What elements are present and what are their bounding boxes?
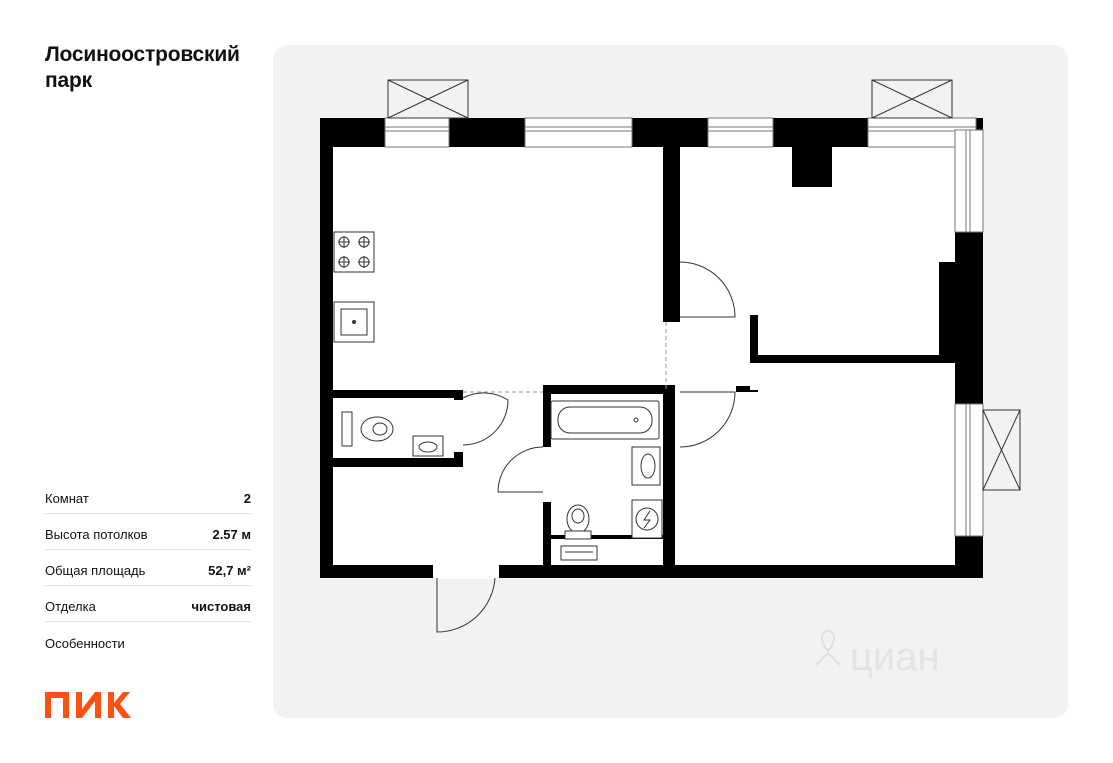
- watermark-text: циан: [850, 635, 940, 679]
- spec-value: 52,7 м²: [208, 563, 251, 578]
- door: [497, 446, 544, 493]
- radiator: [560, 545, 598, 561]
- stove: [333, 231, 375, 273]
- window: [954, 403, 984, 537]
- door: [679, 261, 736, 318]
- corridor-floor: [663, 320, 755, 390]
- pik-logo-letters: [45, 692, 131, 718]
- floor-plan: [320, 79, 1021, 633]
- door: [679, 391, 736, 448]
- door: [462, 392, 509, 446]
- window: [954, 129, 984, 233]
- floor-plan-panel: циан: [273, 45, 1068, 718]
- bathroom-fixtures: [550, 400, 663, 561]
- spec-label: Комнат: [45, 491, 89, 506]
- entrance-gap: [433, 565, 499, 579]
- spec-value: 2: [243, 491, 251, 506]
- kitchen-fixtures: [333, 231, 375, 343]
- apartment-specs: Комнат 2 Высота потолков 2.57 м Общая пл…: [45, 478, 251, 658]
- kitchen-living-floor: [333, 147, 663, 390]
- spec-row-total-area: Общая площадь 52,7 м²: [45, 550, 251, 586]
- spec-row-features: Особенности: [45, 622, 251, 658]
- door: [436, 577, 496, 633]
- window: [524, 117, 633, 148]
- spec-label: Особенности: [45, 636, 125, 651]
- project-title: Лосиноостровский парк: [45, 43, 240, 92]
- cian-watermark: циан: [815, 630, 940, 679]
- room-floor: [675, 363, 955, 565]
- pik-logo: [45, 692, 131, 718]
- spec-value: чистовая: [191, 599, 251, 614]
- spec-row-finish: Отделка чистовая: [45, 586, 251, 622]
- spec-label: Высота потолков: [45, 527, 148, 542]
- spec-value: 2.57 м: [212, 527, 251, 542]
- window: [707, 117, 774, 148]
- window: [384, 117, 450, 148]
- spec-label: Общая площадь: [45, 563, 146, 578]
- spec-label: Отделка: [45, 599, 96, 614]
- toilet-tank: [341, 411, 353, 447]
- doors: [436, 261, 736, 633]
- balcony-units: [387, 79, 1021, 491]
- spec-row-rooms: Комнат 2: [45, 478, 251, 514]
- spec-row-ceiling-height: Высота потолков 2.57 м: [45, 514, 251, 550]
- interior-walls: [333, 147, 956, 566]
- zone-boundaries: [463, 322, 667, 393]
- wc-fixtures: [341, 411, 444, 457]
- windows: [384, 117, 984, 579]
